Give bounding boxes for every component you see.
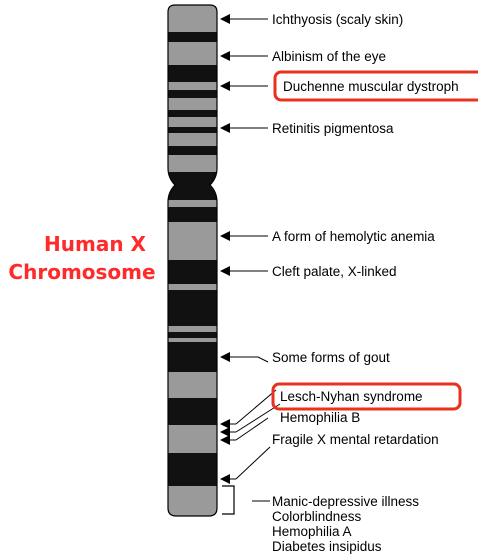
x-chromosome [160, 0, 230, 530]
bracket-gene-label: Hemophilia A [272, 524, 352, 539]
gene-arrow-heads [220, 14, 230, 484]
gene-label-lesch-nyhan: Lesch-Nyhan syndrome [280, 389, 423, 404]
arrow-icon [220, 352, 230, 362]
gene-label-ichthyosis: Ichthyosis (scaly skin) [272, 12, 403, 27]
gene-label-gout: Some forms of gout [272, 350, 390, 365]
bracket-gene-label: Diabetes insipidus [272, 539, 382, 554]
gene-label-duchenne: Duchenne muscular dystroph [283, 79, 459, 94]
arrow-icon [220, 123, 230, 133]
arrow-icon [220, 266, 230, 276]
bracket-icon [222, 486, 234, 514]
gene-label-hemophilia-b: Hemophilia B [280, 410, 360, 425]
gene-label-cleft-palate: Cleft palate, X-linked [272, 264, 397, 279]
arrow-shafts [228, 424, 236, 479]
gene-label-fragile-x: Fragile X mental retardation [272, 432, 439, 447]
gene-label-retinitis: Retinitis pigmentosa [272, 121, 394, 136]
gene-leader-lines [230, 19, 280, 501]
arrow-icon [220, 231, 230, 241]
bracket-gene-label: Colorblindness [272, 509, 362, 524]
gene-label-hemolytic-anemia: A form of hemolytic anemia [272, 229, 435, 244]
title-line-1: Human X [44, 232, 147, 256]
arrow-icon [220, 51, 230, 61]
title-line-2: Chromosome [8, 260, 155, 284]
gene-label-albinism: Albinism of the eye [272, 49, 386, 64]
arrow-icon [220, 14, 230, 24]
arrow-icon [220, 81, 230, 91]
bracket-gene-label: Manic-depressive illness [272, 494, 419, 509]
